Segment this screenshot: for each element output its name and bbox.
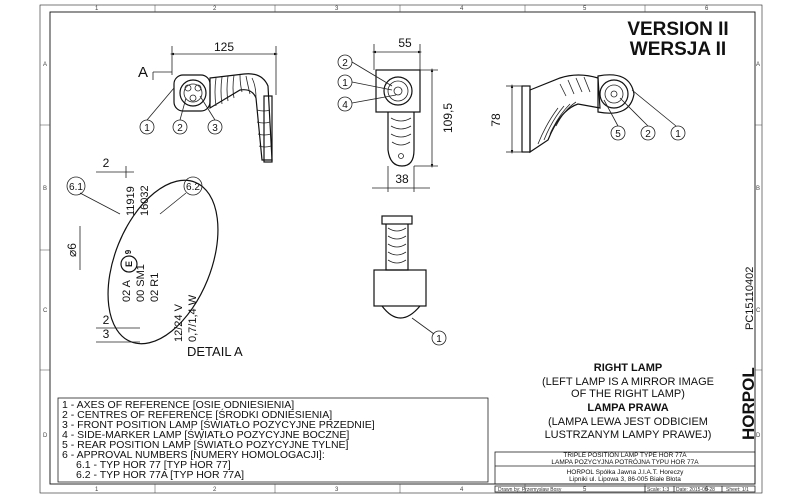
detail-title: DETAIL A: [187, 344, 243, 359]
title-block-sheet: Sheet: 1/1: [726, 487, 749, 493]
title-block-scale: Scale: 1:3: [647, 487, 669, 493]
legend-item-6: 6 - APPROVAL NUMBERS [NUMERY HOMOLOGACJI…: [62, 449, 325, 461]
title-block-line1: TRIPLE POSITION LAMP TYPE HOR 77A: [563, 452, 687, 459]
detail-dim-top: 2: [103, 156, 110, 170]
grid-col-3-bottom: 3: [335, 487, 339, 493]
right-dim-height: 78: [489, 113, 503, 127]
detail-callout-6-2: 6.2: [186, 182, 200, 193]
grid-row-b: B: [43, 186, 47, 192]
grid-col-1: 1: [95, 6, 99, 12]
legend-item-1: 1 - AXES OF REFERENCE [OSIE ODNIESIENIA]: [62, 399, 294, 411]
side-view: 125 A 1 2 3: [138, 40, 278, 163]
title-block: TRIPLE POSITION LAMP TYPE HOR 77A LAMPA …: [494, 451, 756, 493]
bottom-view: 1: [373, 215, 447, 346]
grid-labels: 1 2 3 4 5 6 1 2 3 4 5 6 A B C D A B C D: [43, 6, 761, 493]
version-title-en: VERSION II: [627, 19, 728, 40]
detail-e-letter: E: [124, 261, 134, 267]
detail-power-2: 0,7/1,4 W: [187, 294, 199, 342]
legend-item-5: 5 - REAR POSITION LAMP [ŚWIATŁO POZYCYJN…: [62, 438, 349, 451]
legend-item-3: 3 - FRONT POSITION LAMP [ŚWIATŁO POZYCYJ…: [62, 418, 375, 431]
grid-col-2: 2: [213, 6, 217, 12]
grid-col-6: 6: [705, 6, 709, 12]
lamp-note: RIGHT LAMP (LEFT LAMP IS A MIRROR IMAGE …: [542, 362, 714, 441]
detail-power-1: 12/24 V: [173, 303, 185, 342]
grid-row-a: A: [43, 62, 47, 68]
grid-row-c-right: C: [756, 308, 761, 314]
horpol-logo: HORPOL: [739, 367, 758, 440]
document-code: PC15110402: [744, 267, 756, 330]
side-dim-width: 125: [214, 40, 234, 54]
grid-col-3: 3: [335, 6, 339, 12]
grid-col-4: 4: [460, 6, 464, 12]
title-block-date: Date: 2015-09-28: [676, 487, 715, 493]
grid-row-c: C: [43, 308, 48, 314]
detail-code-2: 16032: [139, 185, 151, 216]
grid-row-a-right: A: [756, 62, 760, 68]
front-dim-top: 55: [398, 36, 412, 50]
grid-row-b-right: B: [756, 186, 760, 192]
grid-col-2-bottom: 2: [213, 487, 217, 493]
bottom-callout-1: 1: [436, 334, 442, 345]
grid-col-4-bottom: 4: [460, 487, 464, 493]
inner-frame: [49, 11, 756, 485]
front-dim-height: 109,5: [441, 103, 455, 133]
note-desc-en-1: (LEFT LAMP IS A MIRROR IMAGE: [542, 376, 714, 388]
version-title-pl: WERSJA II: [630, 39, 726, 60]
note-title-pl: LAMPA PRAWA: [587, 402, 668, 414]
front-callout-2: 2: [342, 58, 348, 69]
grid-col-5: 5: [583, 6, 587, 12]
note-desc-pl-1: (LAMPA LEWA JEST ODBICIEM: [548, 416, 708, 428]
legend-box: 1 - AXES OF REFERENCE [OSIE ODNIESIENIA]…: [57, 397, 489, 483]
legend-item-2: 2 - CENTRES OF REFERENCE [ŚRODKI ODNIESI…: [62, 408, 332, 421]
front-view: 55 109,5 38 2 1 4: [337, 36, 455, 192]
detail-dim-bottom-a: 2: [103, 313, 110, 327]
right-callout-2: 2: [645, 129, 651, 140]
right-callout-5: 5: [615, 129, 621, 140]
title-block-address: Lipniki ul. Lipowa 3, 86-005 Białe Błota: [569, 476, 681, 483]
right-callout-1: 1: [675, 129, 681, 140]
side-callout-3: 3: [212, 123, 218, 134]
grid-col-6-bottom: 6: [705, 487, 709, 493]
detail-mark-3: 02 R1: [149, 273, 161, 302]
title-block-line2: LAMPA POZYCYJNA POTRÓJNA TYPU HOR 77A: [551, 457, 699, 466]
detail-e-number: 9: [124, 249, 133, 254]
front-callout-4: 4: [342, 100, 348, 111]
view-letter-a: A: [138, 64, 148, 81]
detail-callout-6-1: 6.1: [69, 182, 83, 193]
grid-row-d: D: [43, 433, 48, 439]
note-title-en: RIGHT LAMP: [594, 362, 662, 374]
detail-a: 6.1 6.2 2 ⌀6 2 3 E 9 11919 16032 02 A 00…: [65, 156, 243, 359]
front-dim-bottom: 38: [395, 172, 409, 186]
front-callout-1: 1: [342, 78, 348, 89]
title-block-company: HORPOL Spółka Jawna J.I.A.T. Horeczy: [567, 469, 685, 476]
legend-item-4: 4 - SIDE-MARKER LAMP [ŚWIATŁO POZYCYJNE …: [62, 428, 349, 441]
note-desc-en-2: OF THE RIGHT LAMP): [571, 388, 685, 400]
grid-col-1-bottom: 1: [95, 487, 99, 493]
detail-mark-1: 02 A: [121, 279, 133, 302]
detail-dim-diameter: ⌀6: [65, 243, 79, 257]
detail-mark-2: 00 SM1: [135, 264, 147, 302]
note-desc-pl-2: LUSTRZANYM LAMPY PRAWEJ): [545, 429, 712, 441]
side-callout-2: 2: [177, 123, 183, 134]
detail-dim-bottom-b: 3: [103, 327, 110, 341]
grid-row-d-right: D: [756, 433, 761, 439]
legend-item-6-2: 6.2 - TYP HOR 77A [TYP HOR 77A]: [76, 469, 244, 481]
side-callout-1: 1: [144, 123, 150, 134]
right-view: 78 5 2 1: [489, 74, 686, 154]
title-block-drawn: Drawn by: Przemysław Bosy: [498, 487, 562, 493]
legend-item-6-1: 6.1 - TYP HOR 77 [TYP HOR 77]: [76, 459, 231, 471]
grid-col-5-bottom: 5: [583, 487, 587, 493]
detail-code-1: 11919: [125, 186, 137, 216]
outer-frame: [39, 4, 763, 494]
